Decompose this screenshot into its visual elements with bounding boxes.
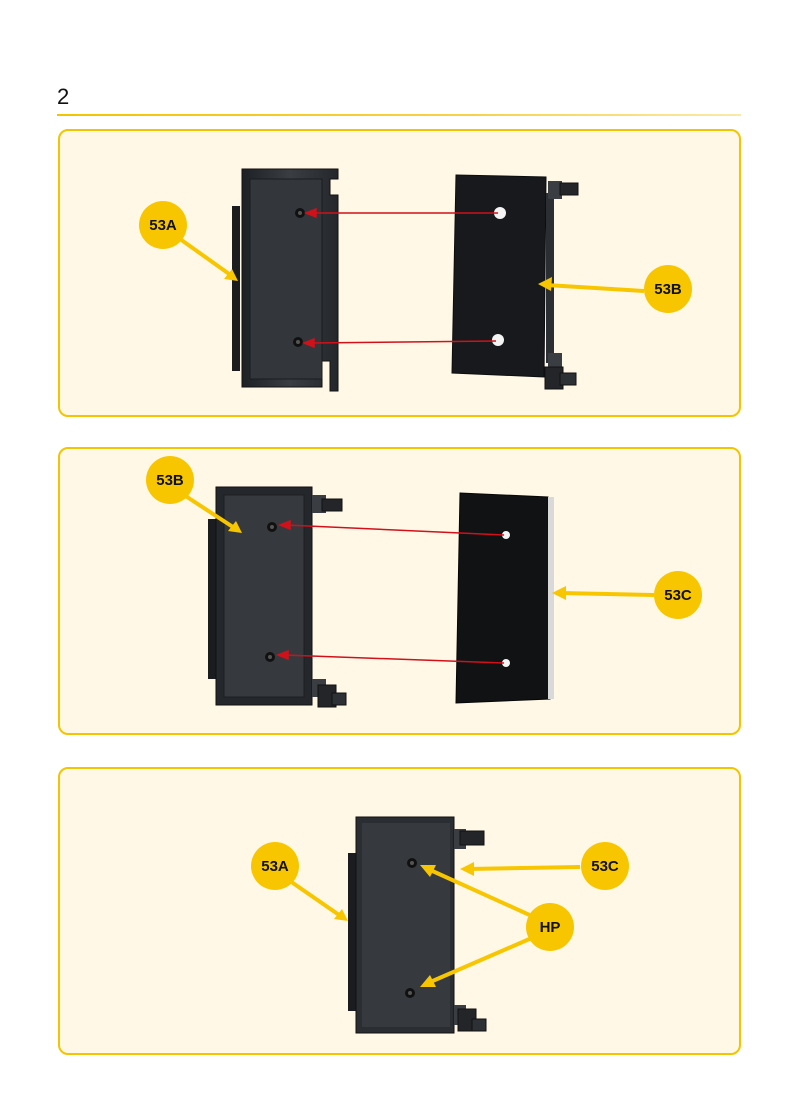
panel-2-illustration: 53B 53C xyxy=(146,456,702,708)
step-divider xyxy=(57,114,741,116)
part-53b xyxy=(451,174,579,390)
part-53b xyxy=(208,486,347,708)
callout-53a-label: 53A xyxy=(149,217,177,234)
callout-hp: HP xyxy=(420,865,574,987)
callout-53b: 53B xyxy=(538,265,692,313)
callout-hp-label: HP xyxy=(540,919,561,936)
part-53a xyxy=(232,168,339,392)
callout-53c-label: 53C xyxy=(591,858,619,875)
callout-53c: 53C xyxy=(460,842,629,890)
callout-53b-label: 53B xyxy=(156,472,184,489)
alignment-arrows xyxy=(275,519,505,664)
callout-53a-label: 53A xyxy=(261,858,289,875)
alignment-arrows xyxy=(301,207,498,349)
panel-1-illustration: 53A 53B xyxy=(139,168,692,392)
panel-3-illustration: 53A 53C HP xyxy=(251,816,629,1034)
callout-53c: 53C xyxy=(552,571,702,619)
callout-53b-label: 53B xyxy=(654,281,682,298)
part-53c xyxy=(455,492,554,704)
assembly-panel-3: 53A 53C HP xyxy=(58,767,741,1055)
callout-53b: 53B xyxy=(146,456,242,533)
callout-53c-label: 53C xyxy=(664,587,692,604)
assembled-part xyxy=(348,816,487,1034)
callout-53a: 53A xyxy=(139,201,238,281)
callout-53a: 53A xyxy=(251,842,348,921)
assembly-panel-2: 53B 53C xyxy=(58,447,741,735)
step-number: 2 xyxy=(57,84,70,109)
assembly-panel-1: 53A 53B xyxy=(58,129,741,417)
